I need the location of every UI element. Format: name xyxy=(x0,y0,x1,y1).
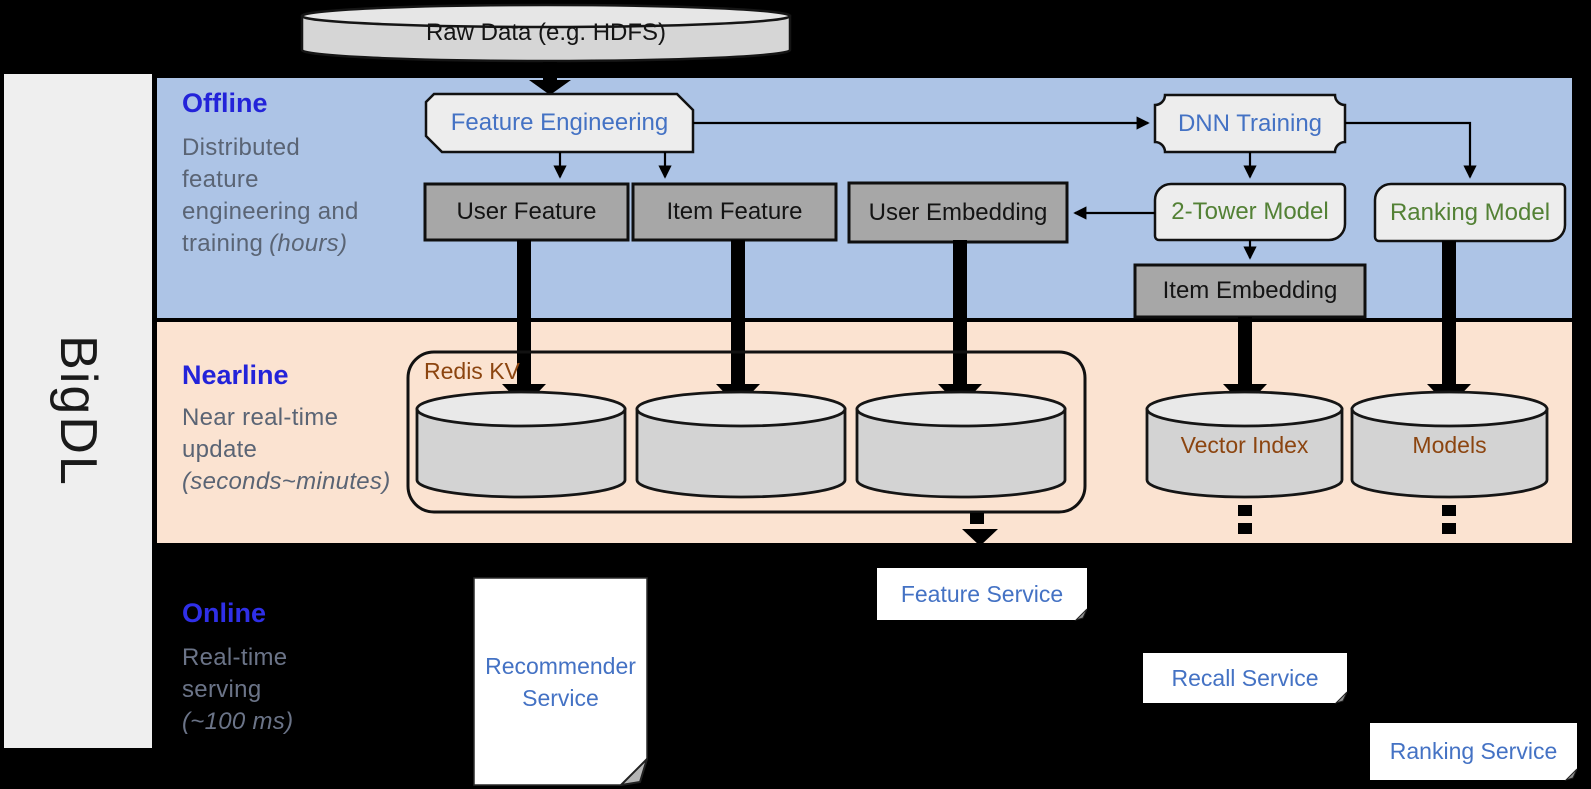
offline-desc-tail: training xyxy=(182,230,264,257)
recommender-service-line1: Recommender xyxy=(485,652,636,679)
nearline-section-desc: Near real-time update (seconds~minutes) xyxy=(182,402,432,498)
recall-service-label: Recall Service xyxy=(1171,664,1319,691)
raw-data-cylinder xyxy=(300,3,792,63)
dashed-connector-models xyxy=(1442,505,1456,534)
kv-cylinder-2 xyxy=(635,390,847,499)
nearline-desc-tail-italic: (seconds~minutes) xyxy=(182,468,391,495)
nearline-desc-line: update xyxy=(182,436,258,463)
recall-service-shape xyxy=(1143,653,1348,705)
nearline-desc-line: Near real-time xyxy=(182,404,339,431)
thick-arrows xyxy=(502,240,1471,407)
dnn-training-label: DNN Training xyxy=(1177,109,1323,137)
recommender-service-shape xyxy=(473,577,648,786)
feature-engineering-shape xyxy=(424,92,695,154)
user-feature-label: User Feature xyxy=(456,198,597,225)
kv-cylinder-3 xyxy=(855,390,1067,499)
user-feature-shape xyxy=(423,182,630,242)
dashed-arrow-kv-to-featureservice xyxy=(962,513,998,546)
models-cylinder xyxy=(1350,390,1549,499)
two-tower-model-label: 2-Tower Model xyxy=(1171,198,1329,225)
item-embedding-shape xyxy=(1133,263,1367,319)
ranking-service-label: Ranking Service xyxy=(1389,738,1558,764)
ranking-model-label: Ranking Model xyxy=(1389,198,1551,226)
models-label: Models xyxy=(1412,431,1487,458)
arrow-rawdata-to-fe xyxy=(529,62,571,95)
item-feature-label: Item Feature xyxy=(666,198,803,225)
arrow-itemembedding-to-vectorindex xyxy=(1223,317,1267,407)
ranking-model-shape xyxy=(1373,182,1567,243)
thin-arrows xyxy=(553,116,1477,260)
vector-index-cylinder xyxy=(1145,390,1344,499)
offline-desc-line: engineering and xyxy=(182,198,359,225)
user-embedding-shape xyxy=(847,181,1069,244)
recommender-service-label: Recommender Service xyxy=(474,578,647,785)
kv-cylinder-1 xyxy=(415,390,627,499)
recommender-service-line2: Service xyxy=(522,684,599,711)
arrow-userfeature-to-kv1 xyxy=(502,240,546,407)
offline-section-desc: Distributed feature engineering and trai… xyxy=(182,132,422,260)
online-section-desc: Real-time serving (~100 ms) xyxy=(182,642,402,738)
nearline-desc-line: (seconds~minutes) xyxy=(182,466,432,498)
feature-service-shape xyxy=(877,568,1088,622)
arrow-dnn-to-rankingmodel xyxy=(1345,121,1477,179)
vector-index-label: Vector Index xyxy=(1180,431,1309,458)
redis-kv-container xyxy=(406,350,1087,514)
item-embedding-label: Item Embedding xyxy=(1162,277,1338,304)
raw-data-label: Raw Data (e.g. HDFS) xyxy=(425,19,667,46)
online-desc-line: serving xyxy=(182,676,262,703)
offline-desc-line: feature xyxy=(182,166,259,193)
online-desc-line: Real-time xyxy=(182,644,288,671)
feature-engineering-label: Feature Engineering xyxy=(450,109,669,136)
offline-desc-line: training(hours) xyxy=(182,228,422,260)
dashed-connector-vectorindex xyxy=(1238,505,1252,534)
arrow-userembedding-to-kv3 xyxy=(938,240,982,407)
online-desc-tail-italic: (~100 ms) xyxy=(182,708,294,735)
ranking-service-shape xyxy=(1370,723,1578,782)
arrow-itemfeature-to-kv2 xyxy=(716,240,760,407)
offline-desc-tail-italic: (hours) xyxy=(269,230,348,257)
arrow-rankingmodel-to-models xyxy=(1427,241,1471,407)
online-section-title: Online xyxy=(182,598,267,628)
offline-section-title: Offline xyxy=(182,88,268,118)
redis-kv-label: Redis KV xyxy=(424,358,520,384)
feature-service-label: Feature Service xyxy=(900,580,1064,607)
online-desc-line: (~100 ms) xyxy=(182,706,402,738)
offline-desc-line: Distributed xyxy=(182,134,301,161)
user-embedding-label: User Embedding xyxy=(868,198,1048,226)
dnn-training-shape xyxy=(1153,93,1347,154)
nearline-section-title: Nearline xyxy=(182,360,289,390)
two-tower-model-shape xyxy=(1153,182,1347,242)
bigdl-sidebar: BigDL xyxy=(4,74,152,748)
